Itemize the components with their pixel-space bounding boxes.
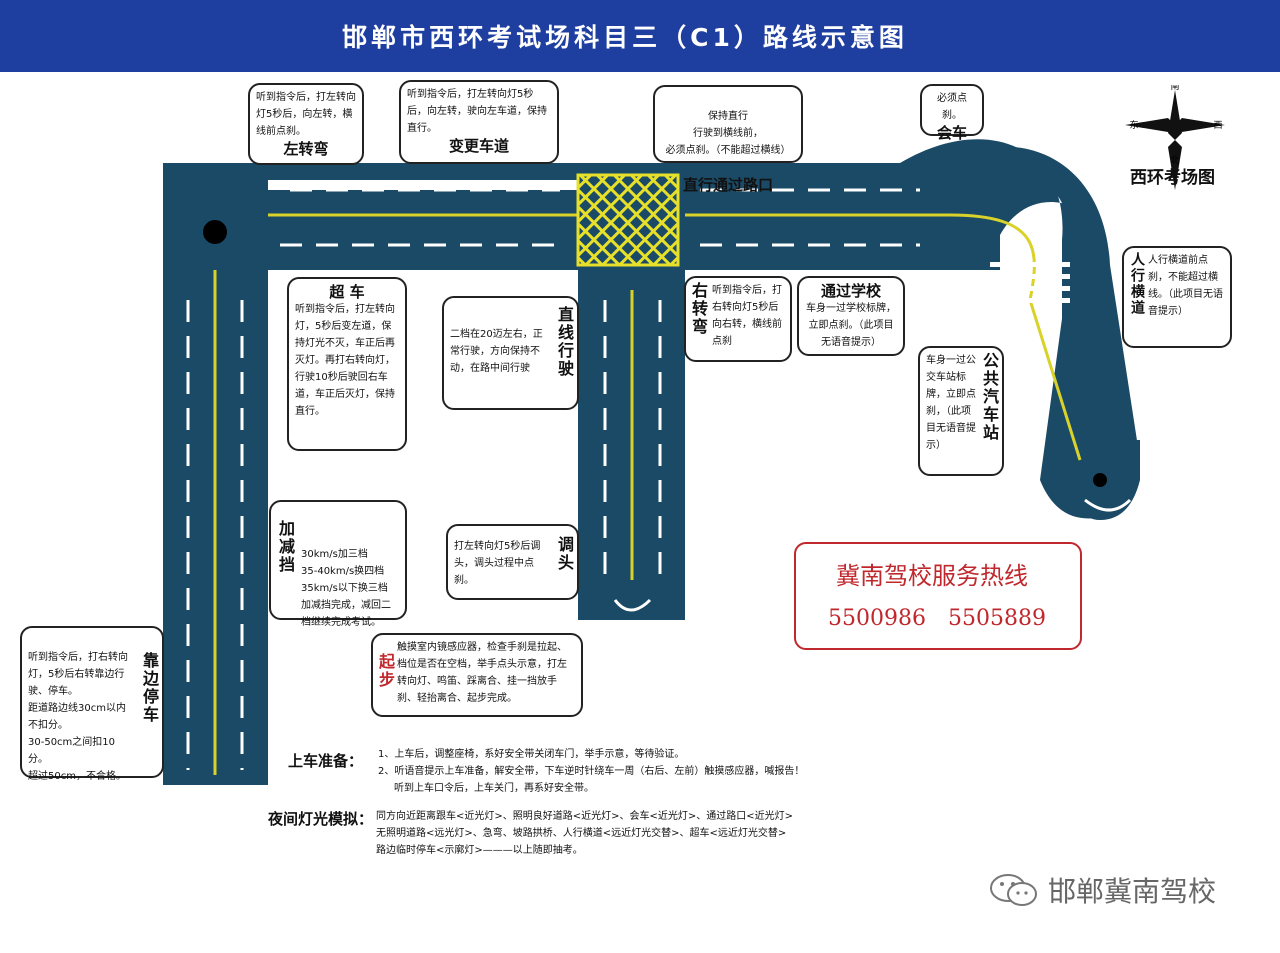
compass-icon: 南 北 东 西 [1125, 85, 1225, 190]
hotline-title: 冀南驾校服务热线 [836, 562, 1028, 590]
box-overtake: 超 车 听到指令后，打左转向灯，5秒后变左道，保持灯光不灭，车正后再灭灯。再打右… [287, 277, 407, 451]
night-line-1: 同方向近距离跟车<近光灯>、照明良好道路<近光灯>、会车<近光灯>、通过路口<近… [376, 811, 794, 822]
lane-change-text: 听到指令后，打左转向灯5秒后，向左转，驶向左车道，保持直行。 [407, 89, 547, 134]
left-turn-text: 听到指令后，打左转向灯5秒后，向左转，横线前点刹。 [256, 92, 356, 137]
map-label: 西环考场图 [1130, 168, 1215, 188]
uturn-text: 打左转向灯5秒后调头，调头过程中点刹。 [454, 541, 541, 586]
overtake-title: 超 车 [329, 283, 365, 301]
hotline-box: 冀南驾校服务热线 5500986 5505889 [794, 542, 1082, 650]
box-right-turn: 右转弯 听到指令后，打右转向灯5秒后向右转，横线前点刹 [684, 276, 792, 362]
meet-text: 必须点刹。 [937, 93, 967, 121]
compass-n: 南 [1170, 85, 1179, 92]
start-vtitle: 起步 [376, 653, 395, 689]
box-straight: 二档在20迈左右，正常行驶，方向保持不动，在路中间行驶 直线行驶 [442, 296, 579, 410]
hotline-phone-2: 5505889 [948, 606, 1046, 631]
overtake-text: 听到指令后，打左转向灯，5秒后变左道，保持灯光不灭，车正后再灭灯。再打右转向灯，… [295, 304, 395, 417]
box-lane-change: 听到指令后，打左转向灯5秒后，向左转，驶向左车道，保持直行。 变更车道 [399, 80, 559, 164]
hotline-phone-1: 5500986 [828, 606, 926, 631]
box-gear: 加减挡 30km/s加三档 35-40km/s换四档 35km/s以下换三档 加… [269, 500, 407, 628]
start-arrow [290, 662, 365, 694]
box-left-turn: 听到指令后，打左转向灯5秒后，向左转，横线前点刹。 左转弯 [248, 83, 364, 165]
box-meet: 必须点刹。 会车 [920, 84, 984, 142]
night-line-3: 路边临时停车<示廓灯>———以上随即抽考。 [376, 845, 583, 856]
start-strip [268, 180, 578, 190]
box-crosswalk: 人行横道 人行横道前点刹，不能超过横线。（此项目无语音提示） [1122, 246, 1232, 348]
park-text: 听到指令后，打右转向灯，5秒后右转靠边行驶、停车。 距道路边线30cm以内不扣分… [28, 652, 128, 782]
page-title: 邯郸市西环考试场科目三（C1）路线示意图 [342, 23, 908, 52]
uturn-arrow [613, 598, 652, 612]
prep-label: 上车准备： [288, 752, 364, 770]
gear-text: 30km/s加三档 35-40km/s换四档 35km/s以下换三档 加减挡完成… [301, 549, 391, 628]
box-intersection: 保持直行 行驶到横线前， 必须点刹。（不能超过横线） 直行通过路口 [653, 85, 803, 194]
night-line-2: 无照明道路<远光灯>、急弯、坡路拱桥、人行横道<远近灯光交替>、超车<远近灯光交… [376, 828, 787, 839]
gear-vtitle: 加减挡 [276, 520, 295, 574]
prep-notes: 1、上车后，调整座椅，系好安全带关闭车门，举手示意，等待验证。 2、听语音提示上… [378, 746, 804, 797]
night-notes: 同方向近距离跟车<近光灯>、照明良好道路<近光灯>、会车<近光灯>、通过路口<近… [376, 808, 793, 859]
prep-line-2: 2、听语音提示上车准备，解安全带，下车逆时针绕车一周（右后、左前）触摸感应器，喊… [378, 766, 805, 777]
right-turn-text: 听到指令后，打右转向灯5秒后向右转，横线前点刹 [712, 285, 782, 347]
compass-w: 东 [1129, 119, 1138, 131]
wechat-icon [990, 874, 1037, 906]
crosswalk-stripes [990, 262, 1070, 303]
bus-vtitle: 公共汽车站 [980, 352, 999, 442]
straight-text: 二档在20迈左右，正常行驶，方向保持不动，在路中间行驶 [450, 329, 543, 374]
school-text: 车身一过学校标牌，立即点刹。（此项目无语音提示） [806, 303, 896, 348]
watermark-text: 邯郸冀南驾校 [1048, 875, 1217, 908]
end-dot [1093, 473, 1107, 487]
watermark: 邯郸冀南驾校 [988, 870, 1216, 910]
box-uturn: 打左转向灯5秒后调头，调头过程中点刹。 调头 [446, 524, 579, 600]
bus-text: 车身一过公交车站标牌，立即点刹，（此项目无语音提示） [926, 355, 976, 451]
prep-line-1: 1、上车后，调整座椅，系好安全带关闭车门，举手示意，等待验证。 [378, 749, 685, 760]
box-school: 通过学校 车身一过学校标牌，立即点刹。（此项目无语音提示） [797, 276, 905, 356]
curve-uturn-arrow [1084, 498, 1132, 512]
start-text: 触摸室内镜感应器，检查手刹是拉起、档位是否在空档，举手点头示意，打左转向灯、鸣笛… [397, 642, 567, 704]
park-vtitle: 靠边停车 [140, 652, 159, 724]
intersection-hatch [576, 173, 680, 267]
left-turn-title: 左转弯 [283, 140, 329, 158]
right-turn-vtitle: 右转弯 [689, 282, 708, 336]
start-dot [203, 220, 227, 244]
straight-vtitle: 直线行驶 [555, 306, 574, 378]
meet-title: 会车 [936, 124, 967, 142]
intersection-title: 直行通过路口 [682, 176, 773, 194]
compass-s: 北 [1170, 155, 1179, 166]
lane-change-title: 变更车道 [448, 137, 509, 155]
school-title: 通过学校 [820, 282, 881, 300]
lane-dashes [186, 188, 920, 770]
box-bus: 车身一过公交车站标牌，立即点刹，（此项目无语音提示） 公共汽车站 [918, 346, 1004, 476]
night-label: 夜间灯光模拟： [268, 810, 374, 828]
uturn-vtitle: 调头 [555, 536, 574, 572]
box-park: 听到指令后，打右转向灯，5秒后右转靠边行驶、停车。 距道路边线30cm以内不扣分… [20, 626, 164, 782]
title-banner: 邯郸市西环考试场科目三（C1）路线示意图 [0, 0, 1280, 72]
box-start: 起步 触摸室内镜感应器，检查手刹是拉起、档位是否在空档，举手点头示意，打左转向灯… [371, 633, 583, 717]
crosswalk-text: 人行横道前点刹，不能超过横线。（此项目无语音提示） [1148, 255, 1223, 317]
prep-line-3: 听到上车口令后，上车关门，再系好安全带。 [394, 783, 594, 794]
crosswalk-vtitle: 人行横道 [1129, 252, 1145, 316]
compass-e: 西 [1213, 120, 1222, 131]
intersection-text: 保持直行 行驶到横线前， 必须点刹。（不能超过横线） [665, 111, 791, 156]
